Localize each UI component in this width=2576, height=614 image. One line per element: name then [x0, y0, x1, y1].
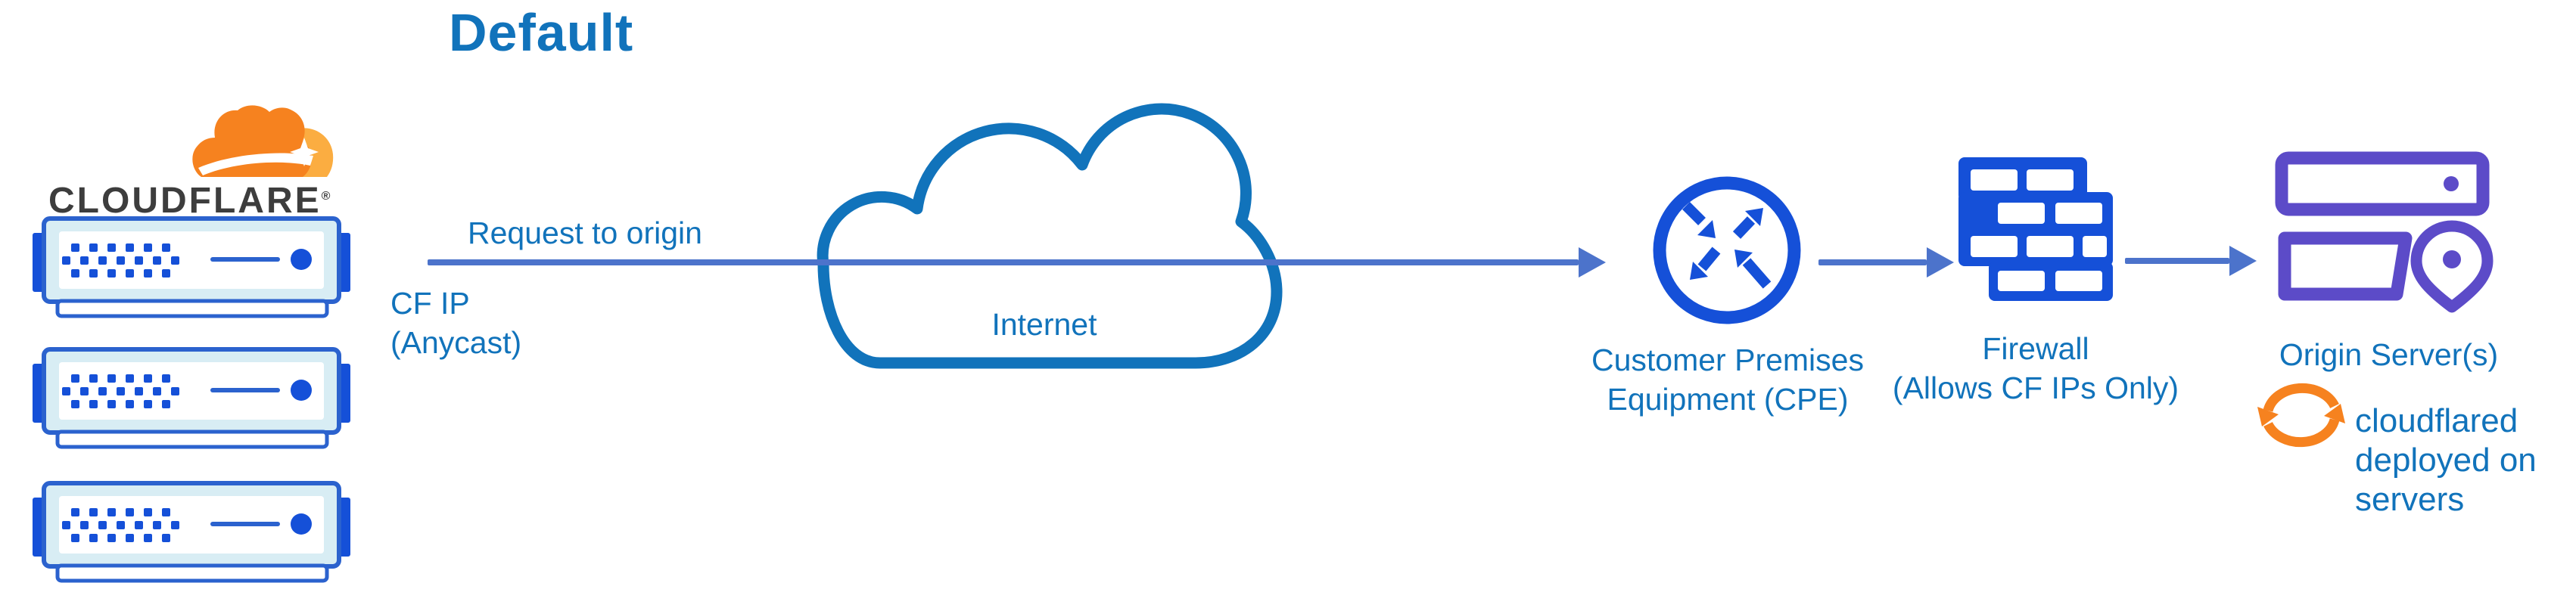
arrow-head [2229, 246, 2257, 276]
cloudflare-cloud-icon [192, 105, 334, 177]
arrow-shaft [428, 259, 1579, 265]
cloudflare-server-icon [32, 481, 351, 584]
cloudflare-logo: CLOUDFLARE® [0, 0, 394, 242]
cloudflare-logo-text: CLOUDFLARE [48, 181, 322, 221]
cpe-label: Customer Premises Equipment (CPE) [1576, 340, 1879, 419]
cloudflared-note-line3: servers [2355, 481, 2465, 518]
firewall-label-line1: Firewall [1982, 331, 2089, 366]
firewall-label-line2: (Allows CF IPs Only) [1892, 371, 2179, 405]
arrow-head [1927, 247, 1954, 278]
page-title: Default [449, 3, 634, 62]
cpe-label-line2: Equipment (CPE) [1607, 382, 1849, 417]
internet-cloud-icon [817, 103, 1283, 369]
origin-servers-icon [2275, 151, 2494, 313]
cloudflared-note: cloudflared deployed on servers [2355, 402, 2576, 519]
arrow-shaft [2125, 258, 2229, 264]
cloudflare-logo-wordmark: CLOUDFLARE® [48, 180, 366, 222]
cf-ip-anycast-label: CF IP (Anycast) [390, 284, 521, 362]
cloudflared-note-line2: deployed on [2355, 442, 2537, 479]
firewall-label: Firewall (Allows CF IPs Only) [1862, 329, 2210, 408]
cf-ip-line1: CF IP [390, 286, 470, 321]
registered-trademark-symbol: ® [321, 190, 333, 203]
arrow-shaft [1818, 259, 1927, 265]
origin-servers-label: Origin Server(s) [2279, 337, 2499, 372]
request-to-origin-label: Request to origin [468, 216, 702, 250]
cloudflare-server-icon [32, 216, 351, 319]
cpe-label-line1: Customer Premises [1591, 343, 1864, 377]
cpe-router-icon [1653, 176, 1801, 324]
arrow-head [1579, 247, 1606, 278]
cf-ip-line2: (Anycast) [390, 325, 522, 360]
sync-arrows-icon [2257, 383, 2345, 448]
cloudflare-server-icon [32, 347, 351, 450]
internet-label: Internet [991, 307, 1097, 342]
cloudflared-note-line1: cloudflared [2355, 402, 2518, 439]
firewall-icon [1958, 157, 2113, 301]
